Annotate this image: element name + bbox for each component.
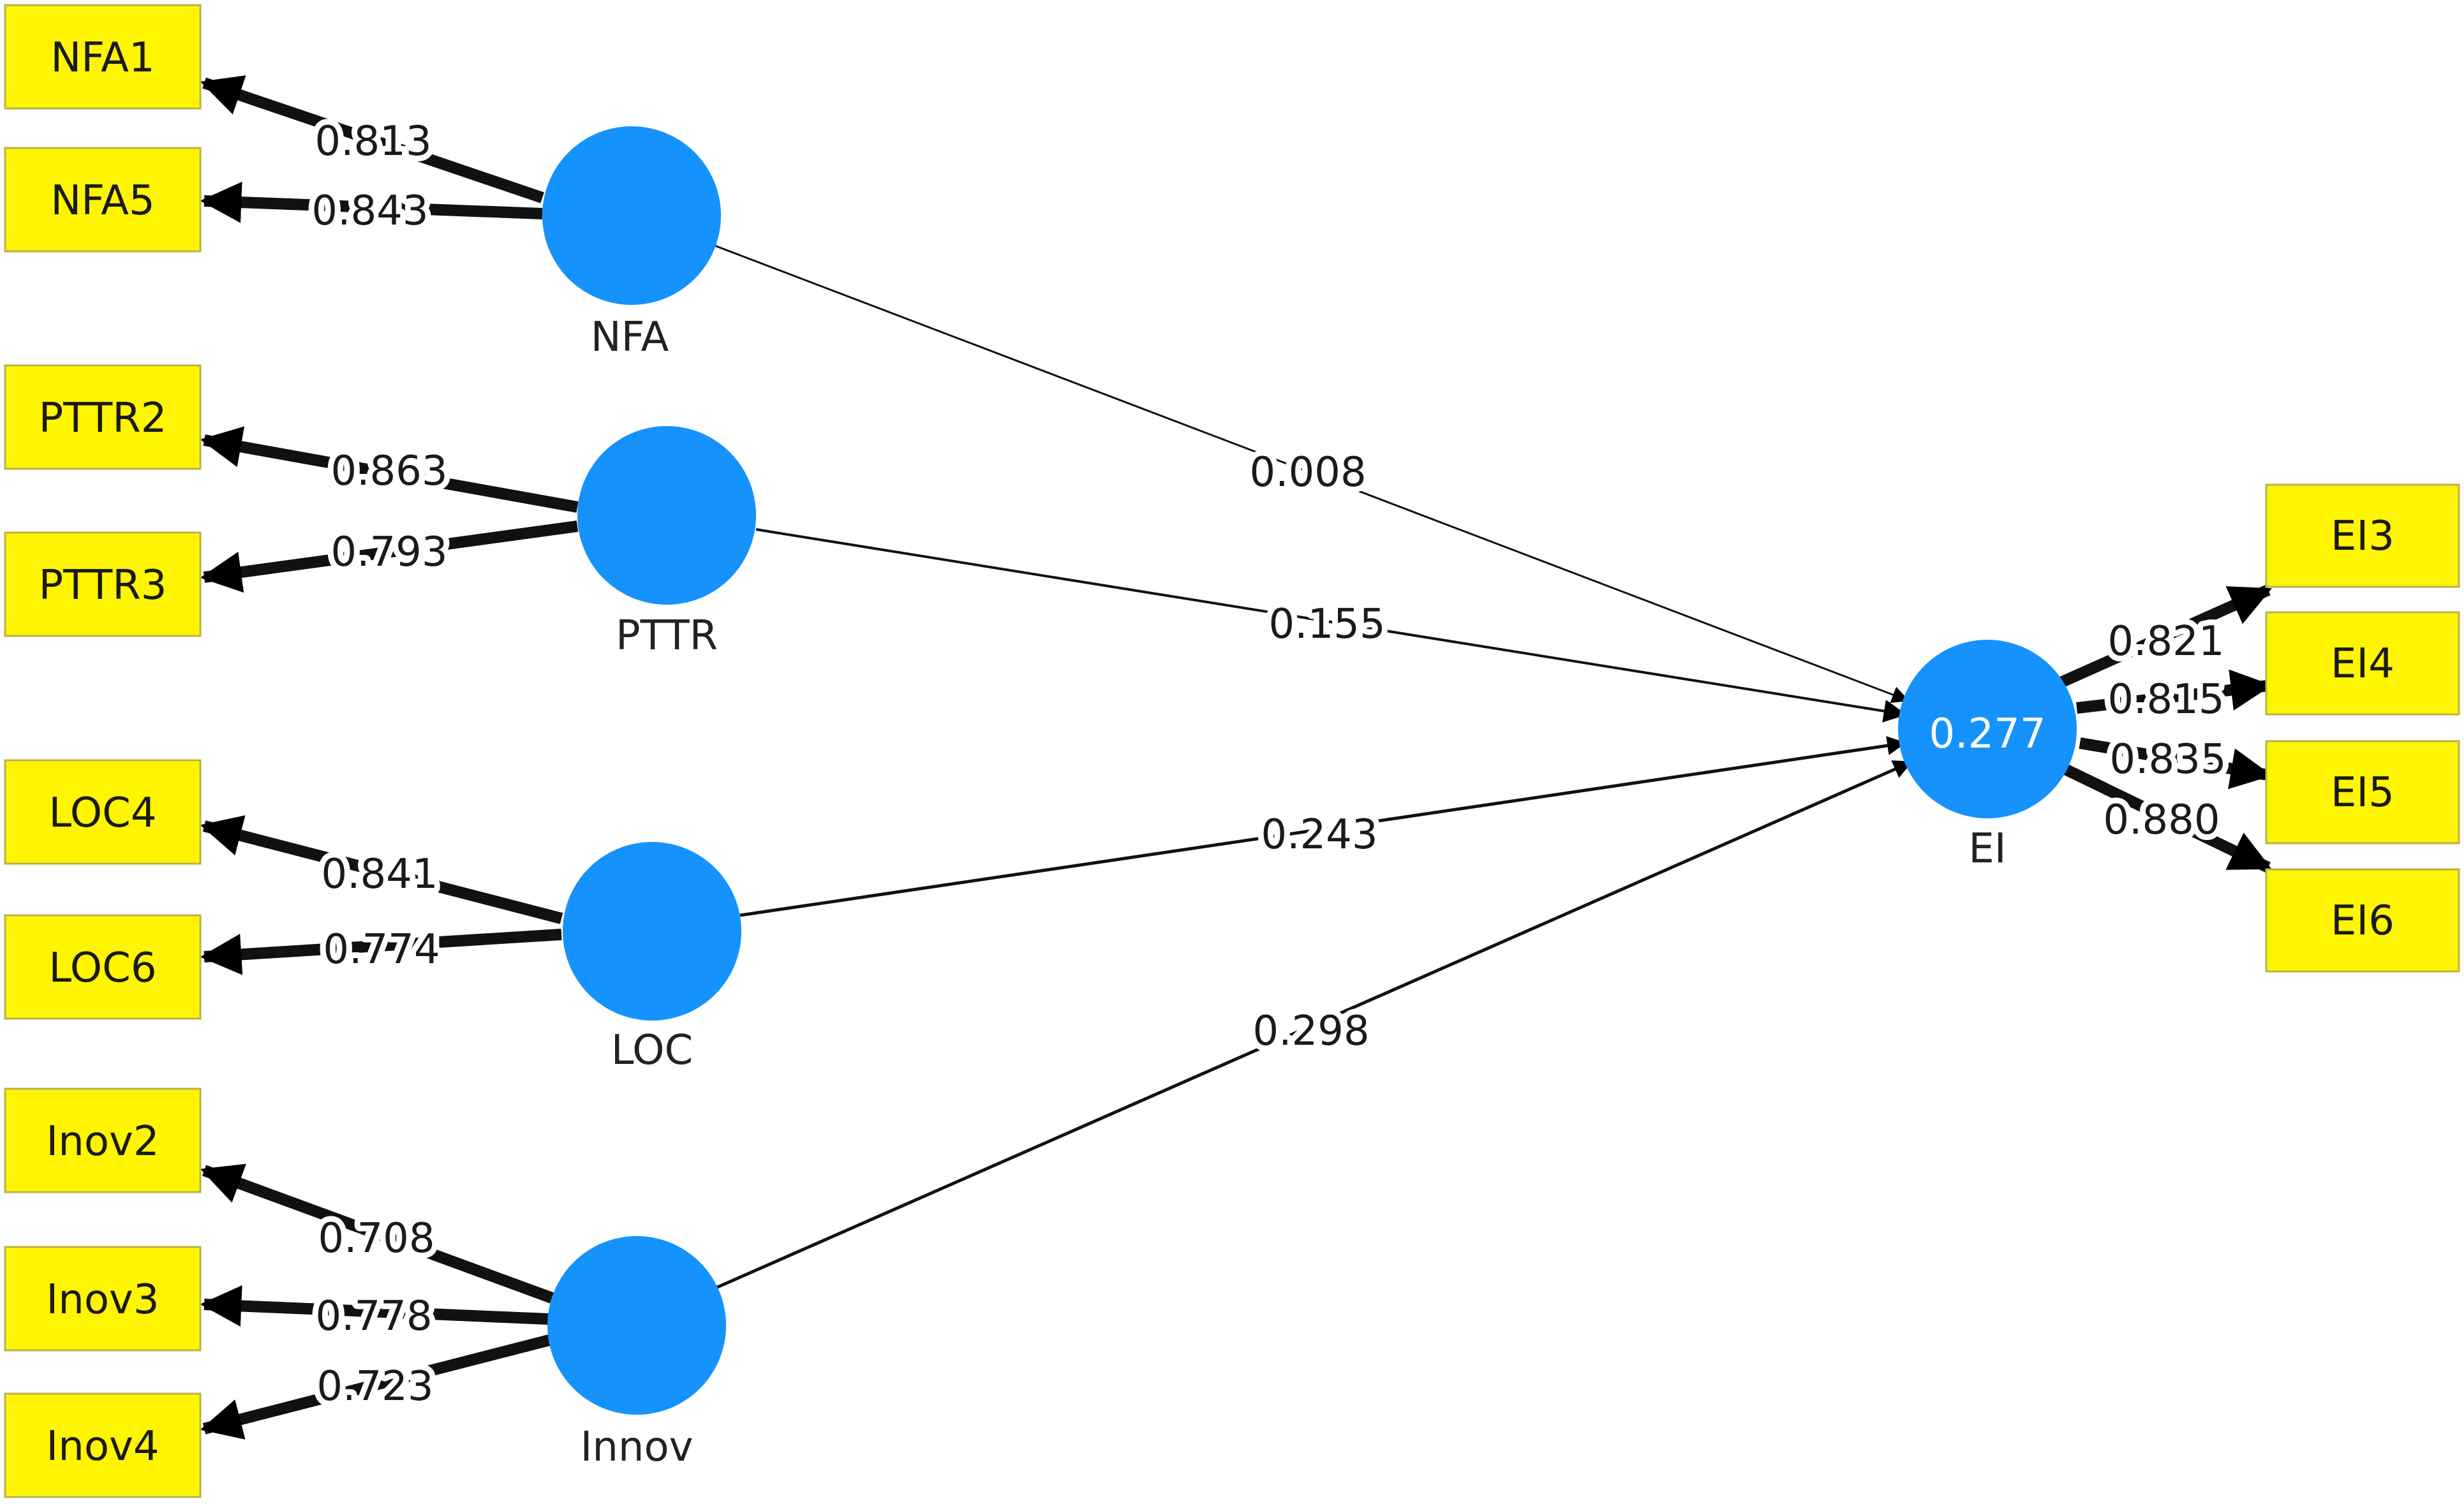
construct-label-innov: Innov bbox=[580, 1424, 693, 1471]
indicator-label: LOC4 bbox=[48, 790, 156, 837]
indicator-nfa1[interactable]: NFA1 bbox=[4, 4, 202, 110]
indicator-label: NFA1 bbox=[50, 34, 154, 82]
indicator-label: EI4 bbox=[2331, 640, 2394, 688]
loading-ei6: 0.880 bbox=[2103, 797, 2220, 844]
construct-label-ei: EI bbox=[1968, 825, 2006, 873]
indicator-label: PTTR3 bbox=[39, 562, 167, 609]
indicator-pttr2[interactable]: PTTR2 bbox=[4, 364, 202, 470]
loading-arrow-nfa1 bbox=[200, 75, 544, 203]
construct-label-pttr: PTTR bbox=[616, 612, 718, 660]
indicator-loc4[interactable]: LOC4 bbox=[4, 759, 202, 865]
indicator-ei4[interactable]: EI4 bbox=[2265, 611, 2460, 716]
path-coef-nfa-ei: 0.008 bbox=[1249, 449, 1366, 496]
loading-loc4: 0.841 bbox=[321, 851, 438, 898]
loading-arrow-loc6 bbox=[200, 929, 562, 975]
path-nfa-ei bbox=[714, 244, 1910, 703]
path-innov-ei bbox=[713, 760, 1913, 1290]
indicator-label: EI3 bbox=[2331, 513, 2394, 560]
loading-ei5: 0.835 bbox=[2109, 736, 2226, 783]
loading-arrow-inov2 bbox=[200, 1163, 554, 1304]
indicator-ei3[interactable]: EI3 bbox=[2265, 483, 2460, 588]
loading-loc6: 0.774 bbox=[323, 926, 440, 973]
path-coef-loc-ei: 0.243 bbox=[1261, 811, 1377, 859]
indicator-label: EI5 bbox=[2331, 769, 2394, 816]
construct-label-nfa: NFA bbox=[591, 314, 669, 361]
loading-arrow-ei6 bbox=[2061, 763, 2272, 873]
loading-nfa1: 0.813 bbox=[315, 118, 431, 165]
construct-innov[interactable] bbox=[547, 1236, 726, 1415]
loading-arrow-loc4 bbox=[200, 815, 563, 924]
construct-loc[interactable] bbox=[563, 842, 741, 1021]
loading-arrow-nfa5 bbox=[200, 181, 543, 223]
path-loc-ei bbox=[739, 736, 1906, 917]
loading-inov4: 0.723 bbox=[316, 1363, 433, 1410]
construct-pttr[interactable] bbox=[577, 426, 756, 605]
loading-arrow-ei4 bbox=[2075, 669, 2273, 714]
loading-ei3: 0.821 bbox=[2107, 618, 2224, 665]
indicator-ei5[interactable]: EI5 bbox=[2265, 740, 2460, 844]
indicator-label: PTTR2 bbox=[39, 395, 167, 442]
indicator-label: LOC6 bbox=[48, 945, 156, 992]
loading-arrow-inov3 bbox=[200, 1285, 549, 1327]
indicator-loc6[interactable]: LOC6 bbox=[4, 914, 202, 1020]
loading-arrow-ei5 bbox=[2079, 737, 2273, 790]
path-coefficient-labels: 0.008 0.155 0.243 0.298 bbox=[1243, 443, 1391, 1061]
indicator-label: NFA5 bbox=[50, 177, 154, 225]
indicator-label: Inov3 bbox=[46, 1276, 159, 1323]
indicator-label: EI6 bbox=[2331, 897, 2394, 945]
loading-arrow-pttr2 bbox=[200, 426, 579, 513]
loading-arrow-ei3 bbox=[2058, 584, 2272, 688]
structural-paths bbox=[713, 244, 1913, 1290]
path-coef-innov-ei: 0.298 bbox=[1252, 1008, 1369, 1055]
indicator-nfa5[interactable]: NFA5 bbox=[4, 147, 202, 253]
indicator-ei6[interactable]: EI6 bbox=[2265, 868, 2460, 973]
indicator-inov4[interactable]: Inov4 bbox=[4, 1392, 202, 1498]
loading-pttr2: 0.863 bbox=[330, 448, 447, 495]
path-pttr-ei bbox=[755, 528, 1907, 723]
indicator-label: Inov2 bbox=[46, 1118, 159, 1165]
indicator-label: Inov4 bbox=[46, 1423, 159, 1470]
loading-nfa5: 0.843 bbox=[311, 188, 428, 235]
construct-nfa[interactable] bbox=[542, 126, 721, 305]
construct-label-loc: LOC bbox=[611, 1027, 693, 1074]
loading-labels: 0.813 0.843 0.863 0.793 0.841 0.774 0.70… bbox=[306, 112, 2232, 1416]
path-coef-pttr-ei: 0.155 bbox=[1268, 601, 1385, 648]
indicator-inov2[interactable]: Inov2 bbox=[4, 1087, 202, 1193]
loading-arrows bbox=[200, 75, 2273, 1440]
loading-pttr3: 0.793 bbox=[330, 529, 447, 576]
loading-inov3: 0.778 bbox=[315, 1293, 432, 1340]
ei-r-squared: 0.277 bbox=[1929, 711, 2045, 758]
indicator-pttr3[interactable]: PTTR3 bbox=[4, 531, 202, 637]
loading-inov2: 0.708 bbox=[318, 1215, 434, 1262]
construct-ei[interactable]: 0.277 bbox=[1898, 640, 2077, 818]
loading-ei4: 0.815 bbox=[2107, 676, 2224, 723]
indicator-inov3[interactable]: Inov3 bbox=[4, 1246, 202, 1352]
loading-arrow-inov4 bbox=[200, 1334, 554, 1440]
loading-arrow-pttr3 bbox=[200, 520, 579, 593]
